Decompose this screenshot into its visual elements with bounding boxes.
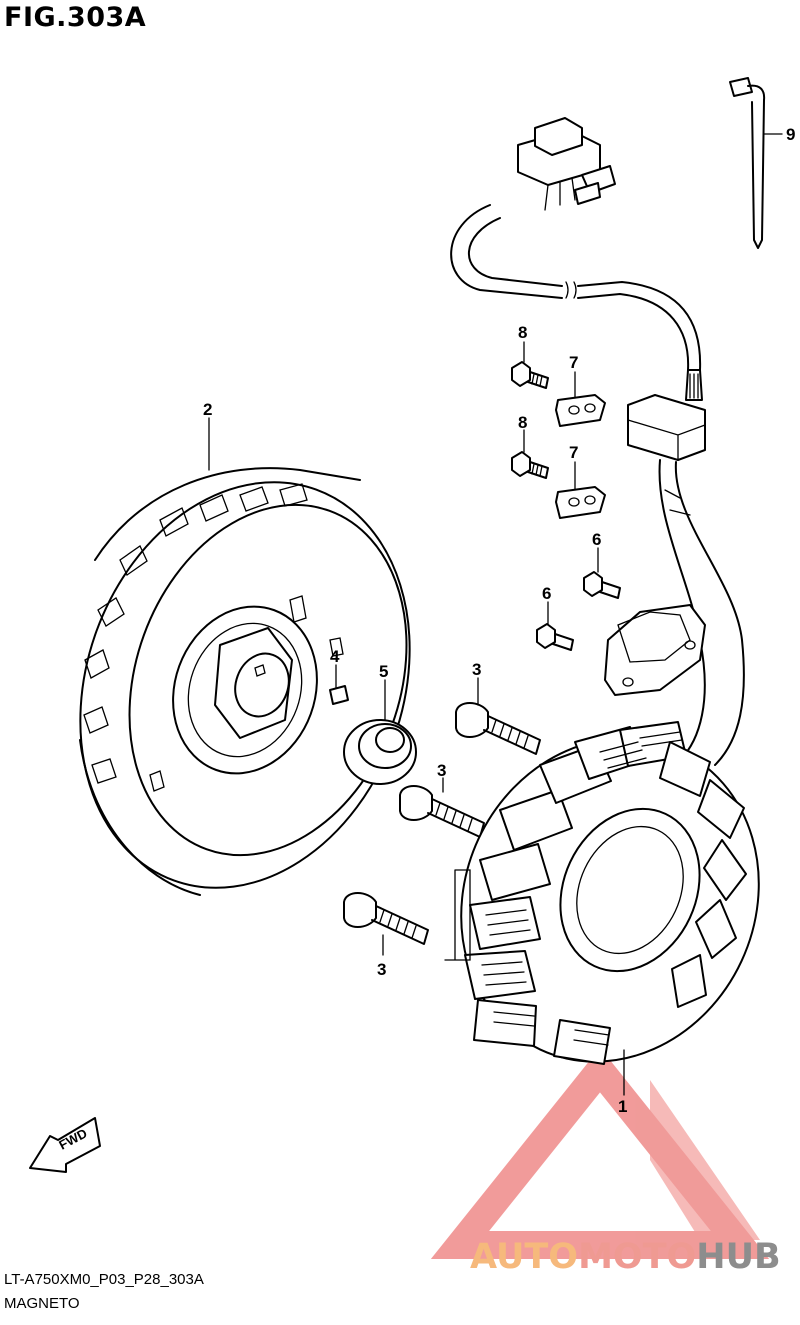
callout-7-upper: 7 xyxy=(569,353,578,372)
leader-lines xyxy=(208,133,783,1096)
plates-7 xyxy=(555,394,606,519)
callout-7-lower: 7 xyxy=(569,443,578,462)
watermark-logo xyxy=(430,1047,770,1259)
watermark-hub: HUB xyxy=(696,1237,781,1277)
callout-5: 5 xyxy=(379,662,388,681)
callout-2: 2 xyxy=(203,400,212,419)
watermark-text: AUTOMOTOHUB xyxy=(470,1237,781,1277)
callout-3-lower: 3 xyxy=(377,960,386,979)
flywheel-rotor xyxy=(79,467,411,896)
cable-tie-clamp xyxy=(729,77,766,249)
watermark-moto: MOTO xyxy=(578,1237,697,1277)
fwd-arrow: FWD xyxy=(29,1117,101,1173)
callout-4: 4 xyxy=(330,647,340,666)
callout-9: 9 xyxy=(786,125,795,144)
bolts-6 xyxy=(536,571,621,651)
callout-3-upper: 3 xyxy=(472,660,481,679)
woodruff-key xyxy=(329,685,349,705)
figure-code: LT-A750XM0_P03_P28_303A xyxy=(4,1271,204,1288)
stator xyxy=(444,721,760,1065)
callout-numbers: 1 2 3 3 3 4 5 6 6 7 7 8 8 9 xyxy=(203,125,795,1116)
watermark-auto: AUTO xyxy=(470,1237,579,1277)
flywheel-nut xyxy=(343,719,417,785)
callout-1: 1 xyxy=(618,1097,627,1116)
stator-bolts xyxy=(343,702,541,945)
callout-6-lower: 6 xyxy=(542,584,551,603)
callout-3-middle: 3 xyxy=(437,761,446,780)
callout-8-upper: 8 xyxy=(518,323,527,342)
figure-description: MAGNETO xyxy=(4,1295,80,1312)
pickup-coil xyxy=(604,604,706,696)
wiring-harness xyxy=(450,117,745,766)
callout-8-lower: 8 xyxy=(518,413,527,432)
bolts-8 xyxy=(511,361,549,479)
figure-title: FIG.303A xyxy=(4,2,147,33)
callout-6-upper: 6 xyxy=(592,530,601,549)
